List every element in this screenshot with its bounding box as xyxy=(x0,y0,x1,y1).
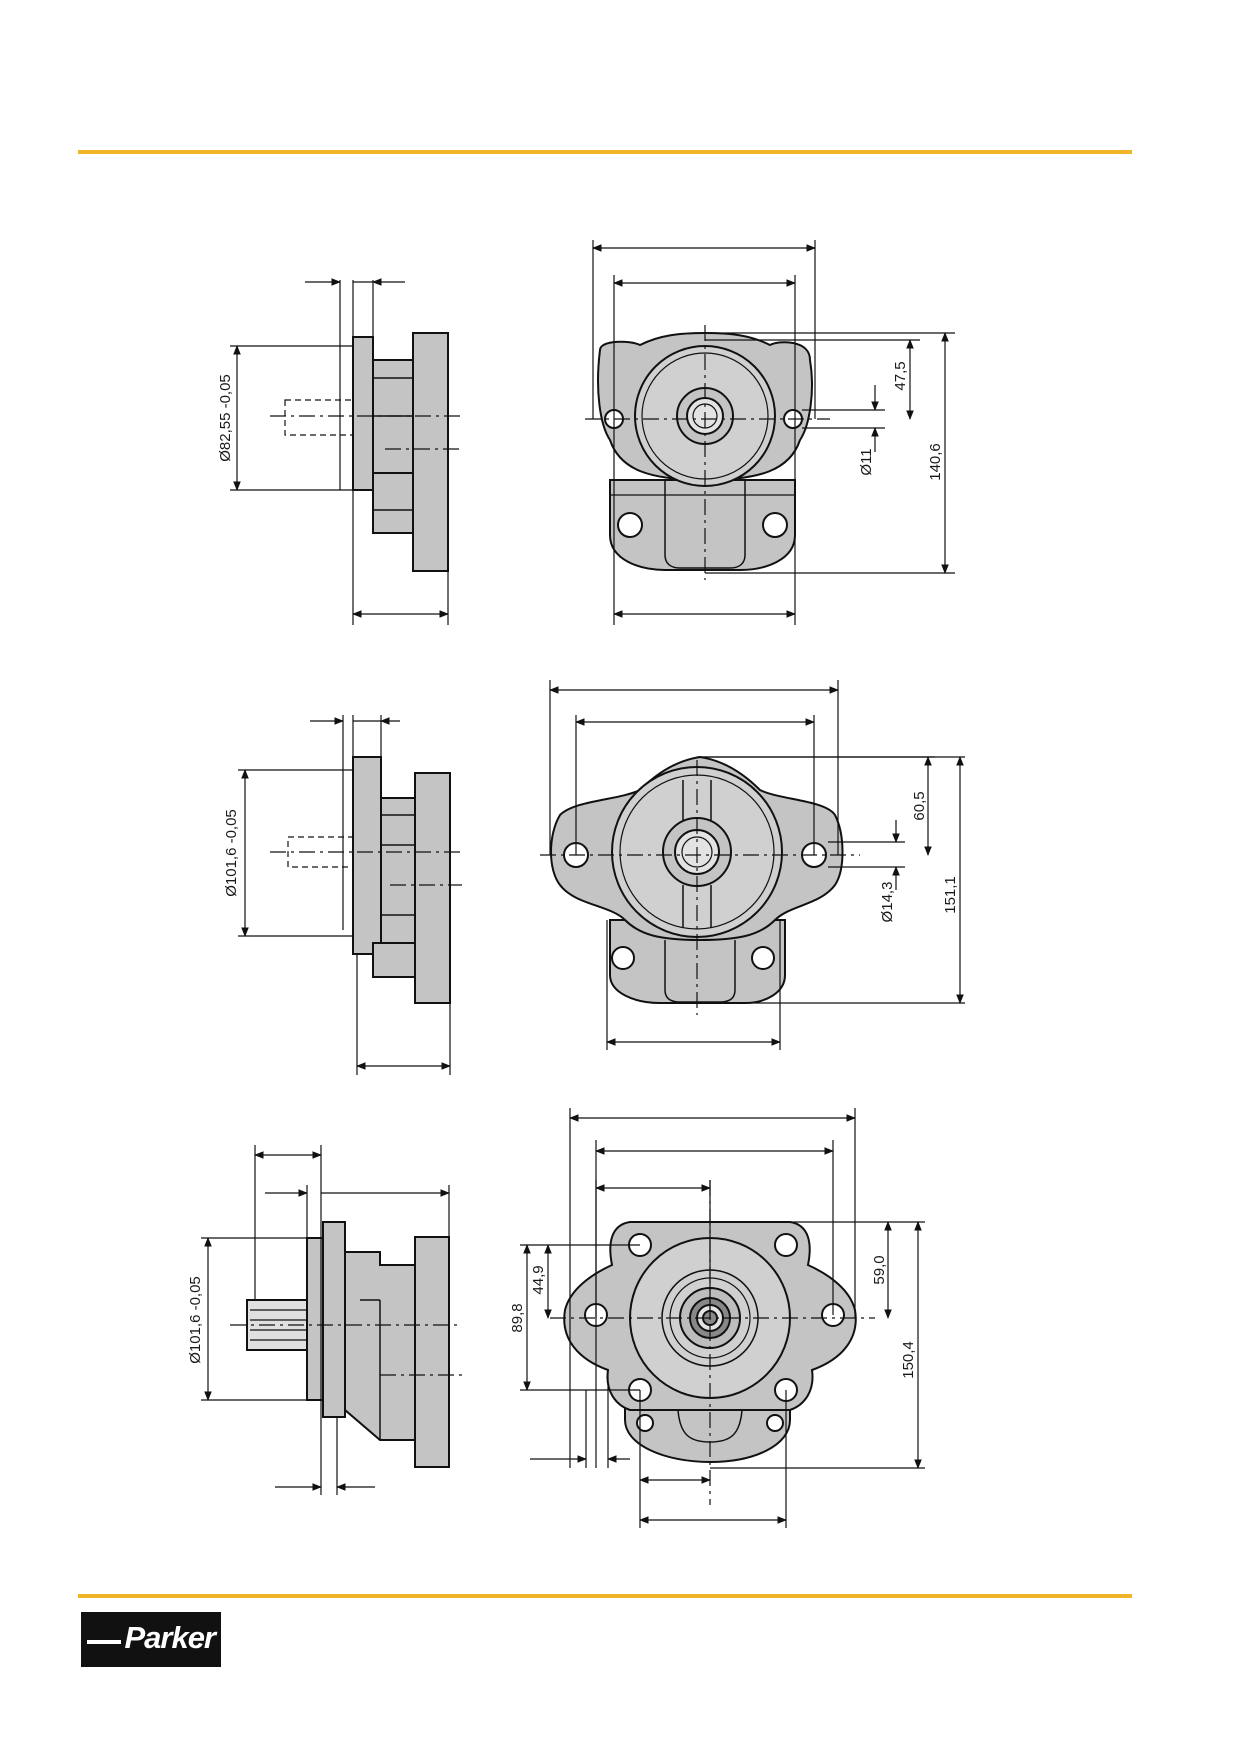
logo-text: Parker xyxy=(124,1620,216,1655)
view-2-hole-dim-label: Ø14,3 xyxy=(879,882,896,923)
view-1-hole-dim-label: Ø11 xyxy=(858,448,875,475)
view-3-height-dim-label: 150,4 xyxy=(900,1341,917,1379)
bottom-rule xyxy=(78,1594,1132,1598)
view-3-front-dims xyxy=(520,1108,925,1528)
view-2-side-dim-label: Ø101,6 -0,05 xyxy=(223,809,240,897)
view-3-center-dim-label: 59,0 xyxy=(871,1255,888,1284)
view-1-center-dim-label: 47,5 xyxy=(892,361,909,390)
view-3-inner-b-dim-label: 44,9 xyxy=(530,1265,547,1294)
view-3-side-lines xyxy=(201,1145,462,1495)
view-2-side-profile xyxy=(352,756,451,1004)
view-1-side-profile xyxy=(352,332,449,572)
view-1-side-lines xyxy=(230,278,462,625)
parker-logo: Parker xyxy=(81,1612,221,1667)
view-3-side-dim-label: Ø101,6 -0,05 xyxy=(187,1276,204,1364)
view-2-front-dims xyxy=(540,680,965,1050)
view-2-height-dim-label: 151,1 xyxy=(942,876,959,914)
view-3-side-profile xyxy=(246,1221,450,1468)
view-2-center-dim-label: 60,5 xyxy=(911,791,928,820)
view-2-side-lines xyxy=(238,715,462,1075)
view-3-inner-a-dim-label: 89,8 xyxy=(509,1303,526,1332)
top-rule xyxy=(78,150,1132,154)
view-1-height-dim-label: 140,6 xyxy=(927,443,944,481)
logo-stripe xyxy=(87,1640,121,1644)
view-1-side-dim-label: Ø82,55 -0,05 xyxy=(217,374,234,462)
view-1-front-dims xyxy=(585,240,955,625)
